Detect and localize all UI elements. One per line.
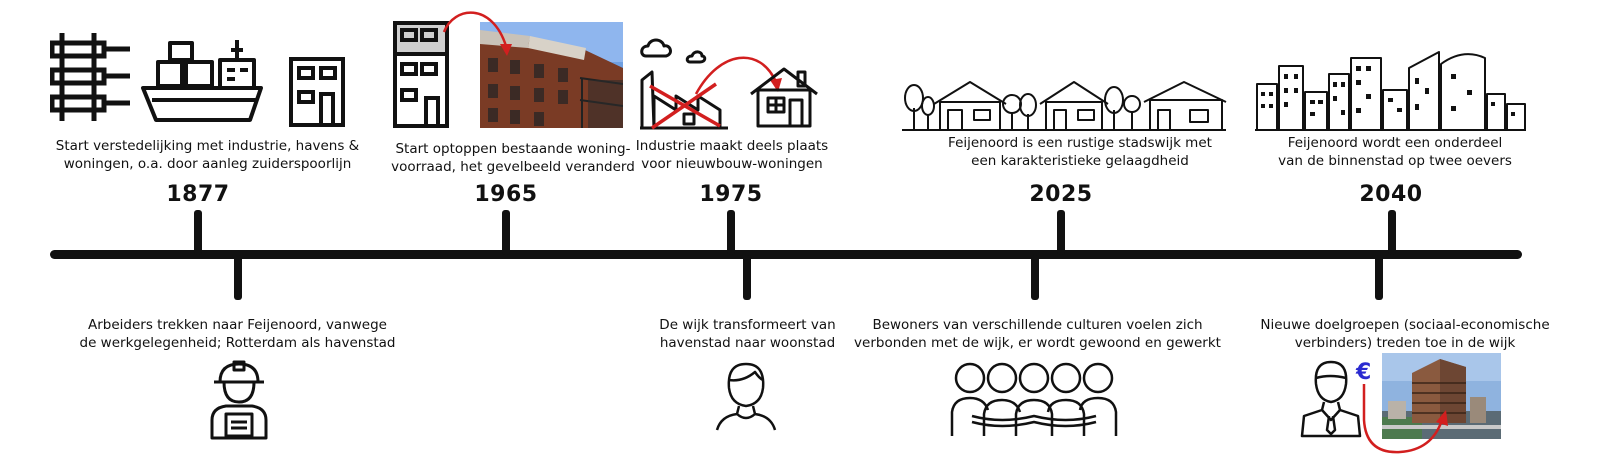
timeline-axis <box>50 250 1522 259</box>
railway-track-icon <box>50 33 130 121</box>
event-caption: Industrie maakt deels plaats voor nieuwb… <box>632 137 832 173</box>
tick-1877 <box>194 210 202 255</box>
event-caption: Bewoners van verschillende culturen voel… <box>850 316 1225 352</box>
year-label: 1877 <box>166 182 230 207</box>
caption-line: een karakteristieke gelaagdheid <box>971 153 1189 169</box>
house-icon <box>750 67 818 128</box>
event-caption: De wijk transformeert van havenstad naar… <box>640 316 855 352</box>
caption-line: verbonden met de wijk, er wordt gewoond … <box>854 335 1221 351</box>
event-caption: Arbeiders trekken naar Feijenoord, vanwe… <box>65 316 410 352</box>
stacked-building-icon <box>393 21 449 128</box>
year-label: 1975 <box>699 182 763 207</box>
caption-line: Bewoners van verschillende culturen voel… <box>872 317 1203 333</box>
factory-demolished-icon <box>640 38 728 130</box>
tick-bottom-2 <box>743 255 751 300</box>
caption-line: woningen, o.a. door aanleg zuiderspoorli… <box>63 156 352 172</box>
suburban-street-icon <box>902 81 1227 131</box>
group-of-people-icon <box>950 362 1118 436</box>
caption-line: De wijk transformeert van <box>659 317 836 333</box>
year-label: 2040 <box>1359 182 1423 207</box>
tick-2025 <box>1057 210 1065 255</box>
person-icon <box>715 362 777 431</box>
event-caption: Nieuwe doelgroepen (sociaal-economische … <box>1255 316 1555 352</box>
event-caption: Feijenoord wordt een onderdeel van de bi… <box>1265 134 1525 170</box>
tick-bottom-3 <box>1031 255 1039 300</box>
curved-arrow-icon <box>442 11 512 56</box>
caption-line: Feijenoord is een rustige stadswijk met <box>948 135 1212 151</box>
caption-line: havenstad naar woonstad <box>659 335 836 351</box>
caption-line: verbinders) treden toe in de wijk <box>1294 335 1516 351</box>
event-caption: Start optoppen bestaande woning- voorraa… <box>378 140 648 176</box>
euro-icon: € <box>1356 360 1372 385</box>
curved-arrow-icon <box>1362 384 1448 454</box>
caption-line: Industrie maakt deels plaats <box>635 138 829 154</box>
event-caption: Feijenoord is een rustige stadswijk met … <box>920 134 1240 170</box>
year-label: 1965 <box>474 182 538 207</box>
tick-1975 <box>727 210 735 255</box>
caption-line: Start verstedelijking met industrie, hav… <box>55 138 360 154</box>
businessman-icon <box>1300 360 1362 438</box>
tick-bottom-1 <box>234 255 242 300</box>
construction-worker-icon <box>210 360 268 440</box>
caption-line: voor nieuwbouw-woningen <box>641 156 823 172</box>
cargo-ship-icon <box>141 40 263 122</box>
tick-1965 <box>502 210 510 255</box>
new-tower-photo <box>1382 353 1501 439</box>
caption-line: van de binnenstad op twee oevers <box>1278 153 1512 169</box>
event-caption: Start verstedelijking met industrie, hav… <box>30 137 385 173</box>
caption-line: Feijenoord wordt een onderdeel <box>1287 135 1503 151</box>
caption-line: voorraad, het gevelbeeld veranderd <box>391 159 635 175</box>
caption-line: Arbeiders trekken naar Feijenoord, vanwe… <box>88 317 387 333</box>
caption-line: de werkgelegenheid; Rotterdam als havens… <box>79 335 396 351</box>
caption-line: Start optoppen bestaande woning- <box>395 141 631 157</box>
year-label: 2025 <box>1029 182 1093 207</box>
apartment-block-icon <box>289 57 345 127</box>
tick-2040 <box>1388 210 1396 255</box>
city-skyline-icon <box>1255 51 1526 131</box>
caption-line: Nieuwe doelgroepen (sociaal-economische <box>1260 317 1550 333</box>
tick-bottom-4 <box>1375 255 1383 300</box>
